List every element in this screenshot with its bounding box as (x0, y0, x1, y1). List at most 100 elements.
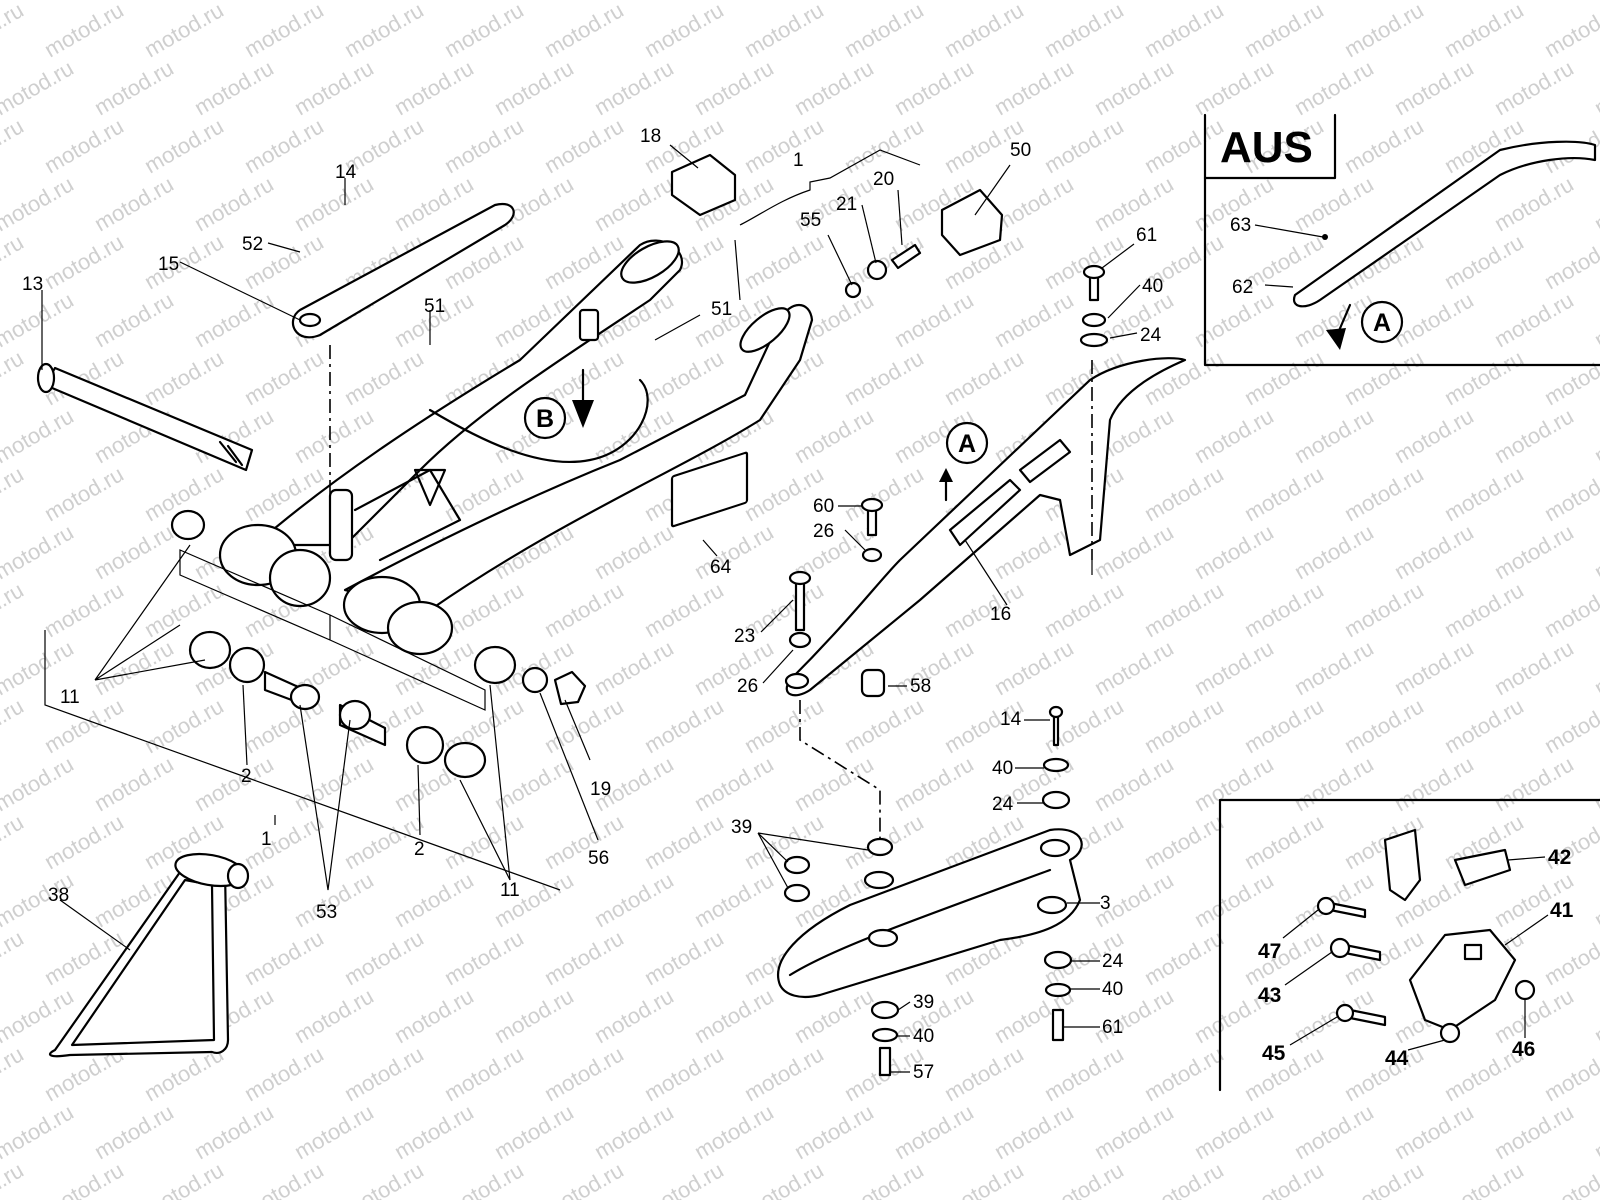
inset-chain-guide (1218, 798, 1600, 1092)
watermark-text: motod.ru (640, 809, 728, 874)
watermark-text: motod.ru (690, 867, 778, 932)
watermark-text: motod.ru (1140, 461, 1228, 526)
callout-a-main: A (939, 421, 989, 502)
watermark-text: motod.ru (1440, 0, 1528, 62)
watermark-text: motod.ru (0, 287, 78, 352)
watermark-text: motod.ru (1240, 809, 1328, 874)
watermark-text: motod.ru (640, 345, 728, 410)
watermark-text: motod.ru (840, 1157, 928, 1200)
watermark-text: motod.ru (140, 0, 228, 62)
part-number-39-top: 39 (731, 817, 752, 838)
watermark-text: motod.ru (1240, 693, 1328, 758)
watermark-text: motod.ru (1090, 519, 1178, 584)
watermark-text: motod.ru (690, 1099, 778, 1164)
watermark-text: motod.ru (1590, 751, 1600, 816)
watermark-text: motod.ru (1540, 925, 1600, 990)
watermark-text: motod.ru (540, 577, 628, 642)
part-number-40-top: 40 (1142, 276, 1163, 297)
watermark-text: motod.ru (1590, 867, 1600, 932)
watermark-text: motod.ru (640, 693, 728, 758)
watermark-text: motod.ru (1340, 577, 1428, 642)
watermark-text: motod.ru (540, 1041, 628, 1106)
watermark-text: motod.ru (740, 113, 828, 178)
watermark-text: motod.ru (1540, 577, 1600, 642)
watermark-text: motod.ru (1590, 519, 1600, 584)
watermark-text: motod.ru (1090, 55, 1178, 120)
part-number-47: 47 (1258, 940, 1281, 963)
part-number-2-right: 2 (414, 839, 425, 860)
watermark-text: motod.ru (1490, 751, 1578, 816)
watermark-text: motod.ru (0, 925, 28, 990)
part-number-43: 43 (1258, 984, 1281, 1007)
part-number-21: 21 (836, 194, 857, 215)
watermark-text: motod.ru (1390, 1099, 1478, 1164)
watermark-text: motod.ru (140, 229, 228, 294)
watermark-text: motod.ru (340, 345, 428, 410)
watermark-text: motod.ru (740, 1041, 828, 1106)
watermark-text: motod.ru (940, 1041, 1028, 1106)
watermark-text: motod.ru (1490, 171, 1578, 236)
watermark-text: motod.ru (1240, 0, 1328, 62)
watermark-text: motod.ru (1590, 1099, 1600, 1164)
reflector-64 (670, 451, 749, 528)
part-number-60: 60 (813, 496, 834, 517)
watermark-text: motod.ru (1140, 1041, 1228, 1106)
watermark-text: motod.ru (40, 229, 128, 294)
callout-a-inset: A (1360, 300, 1404, 344)
watermark-text: motod.ru (540, 925, 628, 990)
part-number-23: 23 (734, 626, 755, 647)
part-number-1-bottom: 1 (261, 829, 272, 850)
watermark-text: motod.ru (190, 1099, 278, 1164)
watermark-text: motod.ru (590, 519, 678, 584)
part-number-16: 16 (990, 604, 1011, 625)
watermark-text: motod.ru (1440, 1157, 1528, 1200)
watermark-text: motod.ru (990, 287, 1078, 352)
watermark-text: motod.ru (1040, 1157, 1128, 1200)
watermark-text: motod.ru (1440, 461, 1528, 526)
watermark-text: motod.ru (40, 1157, 128, 1200)
watermark-text: motod.ru (240, 1041, 328, 1106)
watermark-text: motod.ru (490, 751, 578, 816)
watermark-text: motod.ru (190, 171, 278, 236)
watermark-text: motod.ru (1190, 867, 1278, 932)
watermark-text: motod.ru (1540, 0, 1600, 62)
watermark-text: motod.ru (990, 55, 1078, 120)
watermark-text: motod.ru (490, 1099, 578, 1164)
watermark-text: motod.ru (90, 1099, 178, 1164)
watermark-text: motod.ru (1140, 1157, 1228, 1200)
watermark-text: motod.ru (1240, 577, 1328, 642)
chain-adjuster-block-18 (670, 153, 737, 217)
watermark-text: motod.ru (290, 403, 378, 468)
watermark-text: motod.ru (1540, 1157, 1600, 1200)
watermark-text: motod.ru (1540, 1041, 1600, 1106)
watermark-text: motod.ru (90, 55, 178, 120)
watermark-text: motod.ru (640, 577, 728, 642)
watermark-text: motod.ru (690, 55, 778, 120)
watermark-text: motod.ru (1140, 809, 1228, 874)
watermark-text: motod.ru (1040, 229, 1128, 294)
watermark-text: motod.ru (1540, 345, 1600, 410)
watermark-text: motod.ru (90, 287, 178, 352)
watermark-text: motod.ru (1290, 403, 1378, 468)
watermark-text: motod.ru (1090, 171, 1178, 236)
watermark-text: motod.ru (40, 577, 128, 642)
watermark-text: motod.ru (590, 55, 678, 120)
paddock-stand (48, 852, 250, 1058)
watermark-text: motod.ru (1140, 925, 1228, 990)
watermark-text: motod.ru (1340, 1157, 1428, 1200)
watermark-text: motod.ru (1590, 635, 1600, 700)
part-number-64: 64 (710, 557, 732, 578)
part-number-51-right: 51 (711, 299, 732, 320)
bearing-stack (170, 509, 587, 779)
watermark-text: motod.ru (540, 1157, 628, 1200)
part-number-62: 62 (1232, 277, 1253, 298)
watermark-text: motod.ru (390, 55, 478, 120)
watermark-text: motod.ru (240, 925, 328, 990)
watermark-text: motod.ru (140, 345, 228, 410)
watermark-text: motod.ru (40, 809, 128, 874)
watermark-text: motod.ru (140, 113, 228, 178)
watermark-text: motod.ru (1340, 461, 1428, 526)
bolt-20 (890, 243, 922, 270)
part-number-11-left: 11 (60, 687, 80, 708)
watermark-text: motod.ru (1140, 693, 1228, 758)
